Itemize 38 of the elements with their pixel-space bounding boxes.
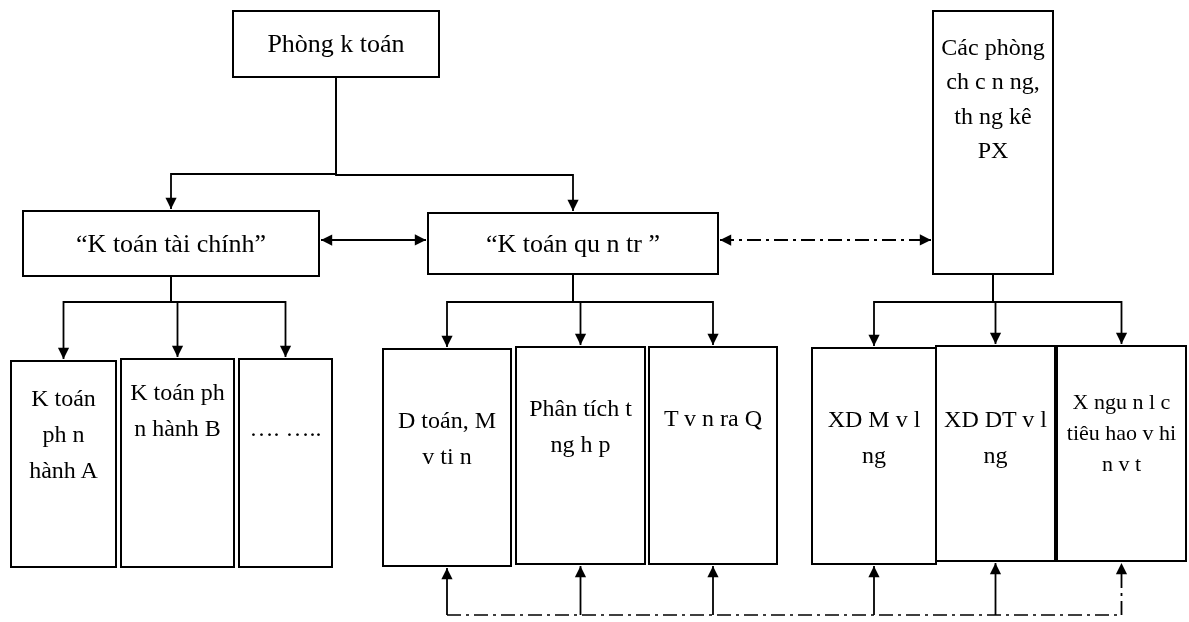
box-label: D toán, M v ti n: [397, 406, 497, 471]
process-box: [238, 358, 333, 568]
arrow: [320, 234, 427, 246]
process-box: [382, 348, 512, 567]
process-box: [120, 358, 235, 568]
arrow: [992, 274, 1128, 345]
process-box: [232, 10, 440, 78]
box-label: …. …..: [249, 414, 322, 443]
arrow: [441, 567, 453, 616]
arrow: [707, 565, 719, 616]
process-box: [427, 212, 719, 275]
arrow: [335, 77, 579, 212]
box-label: X ngu n l c tiêu hao v hi n v t: [1065, 388, 1178, 478]
box-label: “K toán tài chính”: [76, 227, 266, 260]
arrow: [572, 274, 719, 346]
process-box: [811, 347, 937, 565]
box-label: XD DT v l ng: [943, 405, 1048, 470]
process-box: [22, 210, 320, 277]
box-label: K toán ph n hành A: [28, 384, 99, 485]
process-box: [1056, 345, 1187, 562]
process-box: [932, 10, 1054, 275]
arrow: [989, 562, 1002, 616]
box-label: K toán ph n hành B: [129, 378, 226, 443]
box-label: T v n ra Q: [663, 404, 763, 433]
box-label: Các phòng ch c n ng, th ng kê PX: [940, 33, 1046, 165]
box-label: XD M v l ng: [826, 405, 922, 470]
process-box: [935, 345, 1056, 562]
process-box: [515, 346, 646, 565]
box-label: Phân tích t ng h p: [528, 394, 633, 459]
box-label: “K toán qu n tr ”: [486, 227, 660, 260]
arrow: [719, 234, 932, 246]
arrow: [1115, 562, 1128, 616]
process-box: [10, 360, 117, 568]
arrow: [170, 276, 292, 358]
box-label: Phòng k toán: [267, 28, 405, 60]
process-box: [648, 346, 778, 565]
arrow: [574, 565, 587, 616]
arrow: [868, 565, 880, 616]
